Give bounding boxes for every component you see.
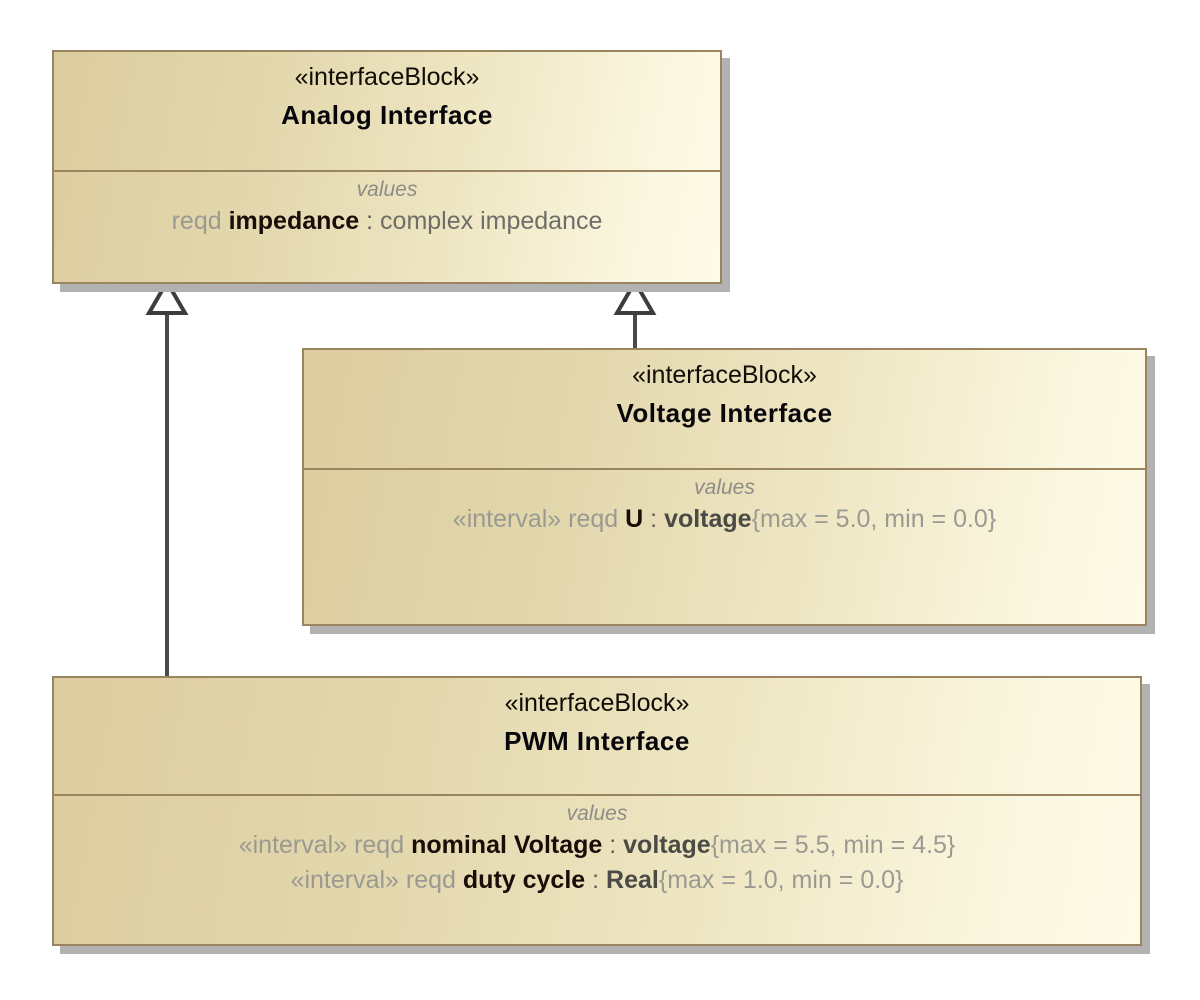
value-name-text: U	[625, 505, 644, 533]
block-title: Analog Interface	[281, 100, 493, 130]
value-type: complex impedance	[380, 207, 603, 235]
block-stereotype: «interfaceBlock»	[632, 361, 817, 389]
value-property-row[interactable]: «interval» reqd duty cycle : Real{max = …	[60, 863, 1134, 898]
value-stereotype: «interval»	[238, 831, 355, 859]
value-reqd-keyword: reqd	[568, 505, 619, 533]
compartment-label: values	[356, 178, 418, 201]
value-reqd-keyword: reqd	[171, 207, 222, 235]
compartment-label: values	[694, 476, 755, 499]
block-voltage-interface[interactable]: «interfaceBlock» Voltage Interface value…	[302, 348, 1147, 626]
value-colon: :	[359, 207, 381, 235]
value-type: voltage	[664, 505, 752, 533]
values-compartment: values «interval» reqd U : voltage{max =…	[304, 470, 1145, 624]
value-name-text: duty cycle	[462, 866, 586, 894]
value-property-row[interactable]: reqd impedance : complex impedance	[60, 204, 714, 239]
value-constraint: {max = 1.0, min = 0.0}	[658, 866, 904, 894]
block-pwm-interface[interactable]: «interfaceBlock» PWM Interface values «i…	[52, 676, 1142, 946]
value-gap	[456, 866, 463, 894]
value-type: Real	[606, 866, 659, 894]
value-reqd-keyword: reqd	[354, 831, 405, 859]
values-compartment: values «interval» reqd nominal Voltage :…	[54, 796, 1140, 944]
block-title: PWM Interface	[504, 726, 690, 756]
value-colon: :	[643, 505, 665, 533]
value-property-row[interactable]: «interval» reqd nominal Voltage : voltag…	[60, 828, 1134, 863]
value-property-row[interactable]: «interval» reqd U : voltage{max = 5.0, m…	[310, 502, 1139, 537]
block-title: Voltage Interface	[616, 398, 833, 428]
value-name	[222, 207, 229, 235]
values-compartment: values reqd impedance : complex impedanc…	[54, 172, 720, 282]
value-stereotype: «interval»	[290, 866, 406, 894]
value-colon: :	[585, 866, 607, 894]
block-header: «interfaceBlock» PWM Interface	[54, 678, 1140, 796]
value-colon: :	[602, 831, 624, 859]
value-name-text: nominal Voltage	[411, 831, 603, 859]
value-name-text: impedance	[228, 207, 360, 235]
generalization-pwm-to-analog[interactable]	[145, 278, 189, 676]
block-header: «interfaceBlock» Analog Interface	[54, 52, 720, 172]
block-header: «interfaceBlock» Voltage Interface	[304, 350, 1145, 470]
generalization-voltage-to-analog[interactable]	[613, 278, 657, 348]
block-stereotype: «interfaceBlock»	[294, 63, 480, 91]
value-constraint: {max = 5.5, min = 4.5}	[710, 831, 956, 859]
value-stereotype: «interval»	[452, 505, 569, 533]
generalization-arrowhead-icon	[145, 278, 189, 315]
block-analog-interface[interactable]: «interfaceBlock» Analog Interface values…	[52, 50, 722, 284]
block-stereotype: «interfaceBlock»	[504, 689, 690, 717]
value-reqd-keyword: reqd	[405, 866, 456, 894]
value-type: voltage	[623, 831, 711, 859]
value-constraint: {max = 5.0, min = 0.0}	[751, 505, 997, 533]
generalization-arrowhead-icon	[613, 278, 657, 315]
compartment-label: values	[566, 802, 628, 825]
